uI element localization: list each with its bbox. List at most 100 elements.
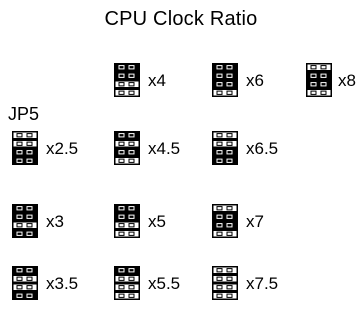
jumper-pin	[226, 90, 233, 95]
jumper-pin	[226, 206, 233, 211]
jumper-pin	[16, 141, 23, 146]
jumper-pin	[128, 73, 135, 78]
jumper-pin	[118, 206, 125, 211]
jumper-pin	[226, 293, 233, 298]
jumper-pin	[118, 276, 125, 281]
jumper-pin	[128, 133, 135, 138]
jumper-pin	[226, 65, 233, 70]
ratio-label: x6	[246, 71, 264, 90]
jumper-pin	[128, 158, 135, 163]
jumper-pin-pair-open	[12, 221, 38, 230]
ratio-label: x5.5	[148, 274, 181, 293]
jumper-cap-shorted	[212, 212, 238, 221]
jumper-pin	[118, 268, 125, 273]
jumper-pin-pair-open	[12, 139, 38, 148]
jumper-pin	[16, 158, 23, 163]
jumper-pin	[118, 133, 125, 138]
jumper-pin-pair-open	[212, 139, 238, 148]
jumper-pin	[310, 65, 317, 70]
jumper-block-icon	[114, 204, 140, 238]
diagram-title: CPU Clock Ratio	[104, 8, 258, 30]
jumper-pin	[16, 276, 23, 281]
jumper-pin-pair-open	[12, 283, 38, 292]
ratio-label: x7	[246, 212, 264, 231]
ratio-label: x4	[148, 71, 166, 90]
jumper-cap-shorted	[12, 229, 38, 238]
jumper-pin	[226, 133, 233, 138]
jumper-pin	[26, 293, 33, 298]
jumper-pin	[226, 268, 233, 273]
jumper-cap-shorted	[12, 148, 38, 157]
jumper-pin	[216, 82, 223, 87]
jumper-pin	[26, 276, 33, 281]
ratio-label: x2.5	[46, 139, 79, 158]
jumper-cap-shorted	[12, 291, 38, 300]
ratio-label: x3.5	[46, 274, 79, 293]
jumper-pin-pair-open	[114, 291, 140, 300]
jumper-cap-shorted	[212, 156, 238, 165]
jumper-pin	[216, 285, 223, 290]
jumper-cap-shorted	[12, 212, 38, 221]
ratio-label: x6.5	[246, 139, 279, 158]
jumper-pin	[216, 214, 223, 219]
jumper-pin	[118, 90, 125, 95]
jumper-cap-shorted	[114, 148, 140, 157]
jumper-pin	[128, 268, 135, 273]
jumper-pin-pair-open	[306, 88, 332, 97]
jumper-pin	[320, 90, 327, 95]
jumper-cap-shorted	[114, 131, 140, 140]
jumper-pin	[26, 206, 33, 211]
jumper-pin	[226, 285, 233, 290]
jumper-pin	[216, 268, 223, 273]
jumper-pin-pair-open	[212, 291, 238, 300]
jumper-cap-shorted	[114, 212, 140, 221]
jumper-pin-pair-open	[114, 80, 140, 89]
jumper-pin	[26, 214, 33, 219]
jumper-pin	[26, 133, 33, 138]
jumper-block-icon	[12, 204, 38, 238]
jumper-pin	[118, 158, 125, 163]
jumper-pin-pair-open	[12, 274, 38, 283]
jumper-pin	[16, 268, 23, 273]
jumper-pin	[216, 150, 223, 155]
jumper-pin-pair-open	[114, 283, 140, 292]
jumper-cap-shorted	[306, 71, 332, 80]
jumper-block-icon	[12, 266, 38, 300]
jumper-block-icon	[114, 63, 140, 97]
jumper-pin	[226, 73, 233, 78]
jumper-pin	[216, 223, 223, 228]
jumper-pin-pair-open	[212, 283, 238, 292]
jumper-cap-shorted	[12, 156, 38, 165]
jumper-pin	[118, 293, 125, 298]
jumper-pin	[118, 82, 125, 87]
jumper-pin	[16, 223, 23, 228]
jumper-block-icon	[12, 131, 38, 165]
jumper-pin-pair-open	[212, 131, 238, 140]
jumper-pin	[16, 206, 23, 211]
jumper-pin	[16, 293, 23, 298]
jumper-pin-pair-open	[114, 156, 140, 165]
jumper-cap-shorted	[212, 148, 238, 157]
jumper-pin-pair-open	[114, 229, 140, 238]
jumper-block-icon	[212, 63, 238, 97]
jumper-block-icon	[306, 63, 332, 97]
jumper-pin	[226, 150, 233, 155]
jumper-pin	[128, 231, 135, 236]
jumper-pin	[118, 150, 125, 155]
ratio-label: x7.5	[246, 274, 279, 293]
jumper-pin	[216, 231, 223, 236]
jumper-pin	[118, 214, 125, 219]
jumper-pin	[226, 276, 233, 281]
jumper-pin-pair-open	[212, 204, 238, 213]
jumper-pin-pair-open	[212, 229, 238, 238]
jumper-pin	[118, 285, 125, 290]
jumper-pin	[320, 73, 327, 78]
jumper-cap-shorted	[12, 204, 38, 213]
jumper-pin	[226, 231, 233, 236]
jumper-pin	[216, 276, 223, 281]
jumper-cap-shorted	[212, 221, 238, 230]
jumper-pin-pair-open	[212, 88, 238, 97]
jumper-pin-pair-open	[114, 221, 140, 230]
jumper-pin	[128, 293, 135, 298]
jumper-pin	[16, 231, 23, 236]
